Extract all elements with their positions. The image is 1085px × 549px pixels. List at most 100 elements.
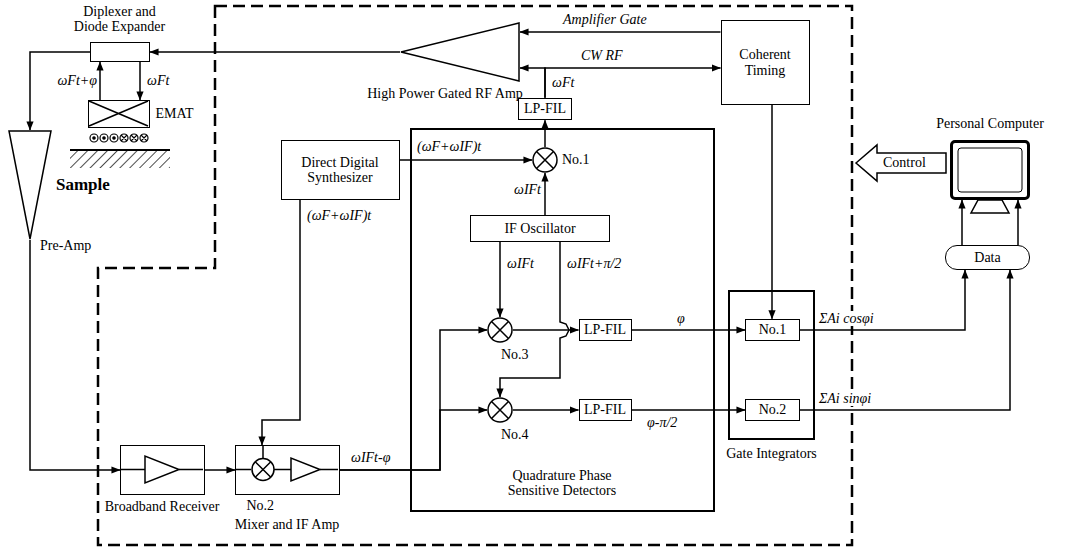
signal-label: ωFt xyxy=(146,73,170,88)
node-label: No.1 xyxy=(562,152,602,167)
monitor-screen xyxy=(958,148,1022,192)
node-label: Mixer and IF Amp xyxy=(230,517,345,532)
node-label: LP-FIL xyxy=(524,101,566,116)
control-arrow xyxy=(856,145,946,181)
coil-dot xyxy=(93,137,95,139)
signal-line xyxy=(513,409,579,411)
shape-outline xyxy=(953,143,1027,197)
signal-line xyxy=(800,270,1010,410)
signal-line xyxy=(139,62,141,100)
signal-label: Amplifier Gate xyxy=(562,12,648,27)
node-label: Gate Integrators xyxy=(708,446,835,461)
signal-label: (ωF+ωIF)t xyxy=(416,139,482,154)
coil-dot xyxy=(103,137,105,139)
node-label: Diplexer and Diode Expander xyxy=(65,4,175,35)
node-label: No.1 xyxy=(759,322,787,337)
integrator-box: No.1 xyxy=(745,319,800,341)
signal-line xyxy=(400,159,533,161)
group-box: Gate IntegratorsNo.1No.2 xyxy=(728,290,815,440)
signal-line xyxy=(150,51,400,53)
process-box: Coherent Timing xyxy=(721,20,810,105)
node-label: LP-FIL xyxy=(584,402,626,417)
node-label: Broadband Receiver xyxy=(100,499,225,514)
node-label: No.4 xyxy=(501,427,541,442)
amplifier-outline xyxy=(291,458,320,481)
emat-coil xyxy=(90,134,148,142)
group-box: Quadrature Phase Sensitive Detectors No.1… xyxy=(410,128,715,512)
signal-line xyxy=(520,31,721,33)
signal-label: φ-π/2 xyxy=(646,415,678,430)
mixer-outline xyxy=(488,318,512,342)
signal-label: ωIFt xyxy=(506,256,535,271)
node-label: Data xyxy=(974,250,1000,265)
signal-label: φ xyxy=(676,311,686,326)
mixer-cross xyxy=(537,152,554,169)
mixer-circle: No.1 xyxy=(532,147,558,173)
signal-label: ΣAi cosφi xyxy=(818,311,875,326)
signal-label: ωIFt-φ xyxy=(350,450,391,465)
node-label: No.2 xyxy=(759,402,787,417)
connector-group xyxy=(30,32,1018,470)
coil-out xyxy=(100,134,108,142)
node-label: No.3 xyxy=(501,347,541,362)
mixer-circle: No.3 xyxy=(487,317,513,343)
shape-outline xyxy=(89,101,148,126)
signal-label: ωFt+φ xyxy=(42,73,98,88)
sample-surface xyxy=(70,149,170,151)
signal-label: ΣAi sinφi xyxy=(818,391,872,406)
signal-line xyxy=(771,105,773,319)
mixer-amp-box: No.2Mixer and IF Amp xyxy=(235,445,340,495)
oscillator-box: IF Oscillator xyxy=(470,215,610,242)
shape-outline xyxy=(487,397,513,423)
signal-line xyxy=(340,330,487,470)
mixer-wire xyxy=(236,446,338,470)
shape-outline xyxy=(487,317,513,343)
receiver-box: Broadband Receiver xyxy=(120,445,205,495)
coil-cross xyxy=(121,135,147,141)
node-label: Quadrature Phase Sensitive Detectors xyxy=(487,468,637,499)
signal-line xyxy=(800,270,965,330)
control-label: Control xyxy=(882,155,927,170)
signal-label: ωIFt xyxy=(482,182,542,197)
monitor-stand xyxy=(971,200,1009,213)
node-label: LP-FIL xyxy=(584,322,626,337)
signal-line xyxy=(30,240,120,470)
shape-outline xyxy=(121,446,203,493)
computer-monitor: Personal Computer xyxy=(950,140,1030,200)
signal-line xyxy=(500,242,569,397)
amplifier-triangle: High Power Gated RF Amp xyxy=(400,22,520,82)
node-label: High Power Gated RF Amp xyxy=(350,86,540,101)
process-box: Direct Digital Synthesizer xyxy=(281,140,400,200)
mixer-cross xyxy=(255,462,271,478)
node-label: EMAT xyxy=(156,106,211,121)
coil-dot xyxy=(113,137,115,139)
amplifier-outline xyxy=(401,23,519,81)
signal-line xyxy=(262,200,300,445)
sample-label: Sample xyxy=(55,176,111,195)
mixer-outline xyxy=(488,398,512,422)
signal-line xyxy=(544,173,546,215)
signal-label: (ωF+ωIF)t xyxy=(306,208,372,223)
signal-line xyxy=(30,52,90,130)
signal-line xyxy=(513,329,579,331)
signal-line xyxy=(1017,200,1019,245)
mixer-outline xyxy=(533,148,557,172)
mixer-circle: No.4 xyxy=(487,397,513,423)
signal-line xyxy=(99,62,101,100)
signal-label: ωIFt+π/2 xyxy=(566,256,622,271)
coil-out xyxy=(110,134,118,142)
shape-outline xyxy=(236,446,338,493)
diplexer-box: Diplexer and Diode Expander xyxy=(90,42,150,62)
system-boundary xyxy=(98,6,852,545)
signal-line xyxy=(205,469,235,471)
signal-line xyxy=(340,410,487,470)
signal-line xyxy=(544,120,546,147)
node-label: Coherent Timing xyxy=(722,47,809,78)
signal-line xyxy=(545,68,721,98)
sample-body xyxy=(70,150,170,168)
shape-outline xyxy=(8,130,52,240)
node-label: IF Oscillator xyxy=(504,221,575,236)
signal-line xyxy=(520,68,545,98)
amplifier-outline xyxy=(9,131,51,239)
